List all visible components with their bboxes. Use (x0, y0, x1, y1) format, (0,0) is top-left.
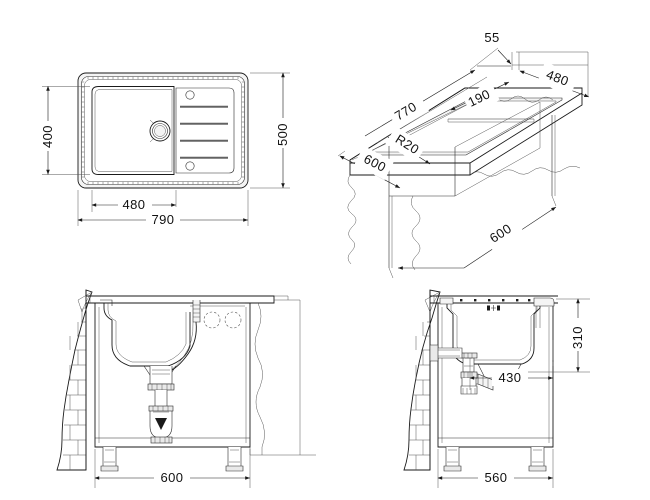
tap-hole-right (224, 311, 242, 329)
break-line-left (347, 174, 357, 265)
front-extension-lines (94, 449, 251, 488)
sink-plan-view: 400 500 480 790 (40, 72, 290, 227)
dimension-label-790: 790 (152, 212, 175, 227)
centre-mark (487, 305, 500, 311)
dimension-plan-480: 480 (91, 196, 176, 212)
dimension-label-side-310: 310 (570, 326, 585, 349)
break-line-right (469, 166, 581, 177)
dimension-label-400: 400 (40, 125, 55, 148)
dimension-label-500: 500 (275, 123, 290, 146)
dimension-label-side-560: 560 (485, 470, 508, 485)
cabinet-legs (100, 447, 244, 472)
drainboard (175, 87, 235, 174)
dimension-iso-190: 190 (450, 81, 510, 115)
sink-bowl (91, 86, 175, 175)
waste-trap-assembly (147, 300, 201, 444)
dimension-label-front-600: 600 (161, 470, 184, 485)
waste-outlet (149, 120, 171, 142)
wall-brick-hatch-side (403, 289, 441, 471)
break-line-middle (410, 195, 421, 271)
break-line-cabinet-right (254, 302, 316, 456)
dimension-front-600: 600 (94, 469, 250, 486)
wall-brick-hatch (56, 289, 93, 471)
front-section-view: 600 (56, 289, 316, 488)
rim-stipple (81, 76, 245, 185)
dimension-label-iso-55: 55 (484, 30, 499, 45)
tap-hole-bottom (185, 161, 195, 171)
dimension-plan-790: 790 (77, 211, 248, 227)
drainboard-grooves (180, 105, 228, 159)
dimension-iso-55: 55 (469, 30, 512, 71)
tap-hole-top (185, 90, 195, 100)
dimension-plan-500: 500 (275, 72, 290, 188)
rim-tick-marks (460, 299, 531, 302)
cabinet-legs-side (443, 447, 547, 472)
dimension-plan-400: 400 (40, 85, 55, 175)
dimension-label-480: 480 (123, 197, 146, 212)
dimension-label-side-430: 430 (499, 370, 522, 385)
dimension-side-430: 430 (469, 369, 553, 386)
dimension-side-310: 310 (570, 298, 585, 372)
dimension-side-560: 560 (437, 469, 553, 486)
side-section-view: 310 430 560 (403, 289, 590, 488)
tap-hole-left (203, 311, 221, 329)
dimension-iso-600-left: 600 (337, 145, 401, 189)
dimension-iso-480: 480 (511, 51, 590, 98)
